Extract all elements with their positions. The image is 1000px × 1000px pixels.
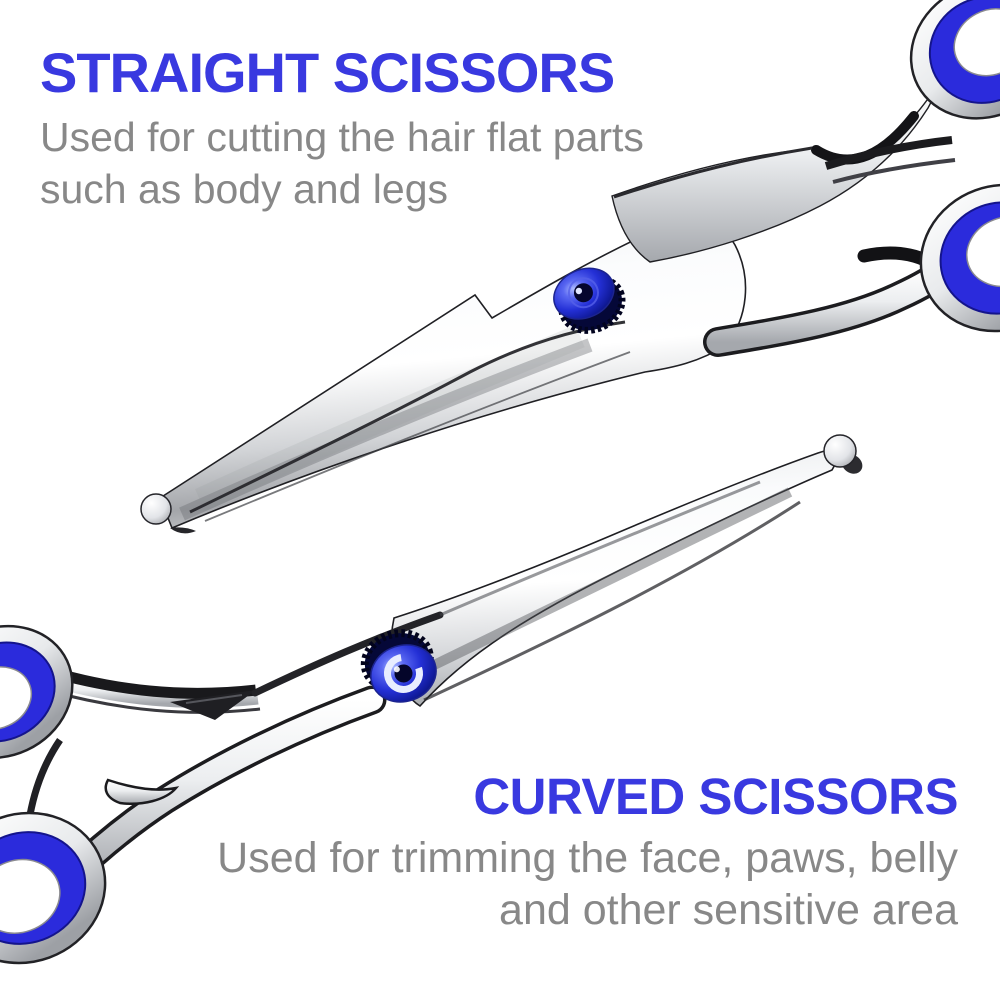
straight-upper-shank-edge: [613, 146, 813, 199]
curved-safety-ball-tip: [823, 434, 857, 468]
straight-description-line-2: such as body and legs: [40, 165, 448, 212]
curved-blade-top-seam: [251, 611, 444, 697]
screw-face-ring: [567, 277, 599, 309]
straight-scissors-caption: STRAIGHT SCISSORS Used for cutting the h…: [40, 41, 644, 215]
straight-blade-seam: [189, 320, 626, 514]
curved-upper-finger-ring: [0, 624, 74, 760]
screw-glint: [575, 287, 583, 295]
straight-upper-shank: [611, 65, 951, 263]
screw-glint: [393, 666, 400, 673]
curved-lower-finger-ring: [0, 811, 107, 965]
straight-lower-finger-ring: [919, 183, 1000, 333]
screw-chrome-reflection: [383, 653, 423, 693]
curved-scissors-title: CURVED SCISSORS: [473, 768, 958, 825]
curved-description-line-1: Used for trimming the face, paws, belly: [217, 833, 958, 882]
curved-blade: [390, 448, 843, 708]
straight-tension-screw: [553, 267, 626, 334]
straight-blade-lower-edge: [204, 351, 631, 522]
ring-hole: [0, 666, 33, 731]
curved-scissors-image: [0, 434, 863, 965]
ring-blue-insert: [0, 641, 56, 743]
straight-description-line-1: Used for cutting the hair flat parts: [40, 113, 644, 160]
curved-scissors-description: Used for trimming the face, paws, belly …: [217, 832, 958, 937]
curved-scissors-caption: CURVED SCISSORS Used for trimming the fa…: [217, 770, 958, 936]
ring-hole: [953, 8, 1000, 77]
straight-tip-hook: [170, 527, 196, 534]
curved-description-line-2: and other sensitive area: [499, 886, 958, 934]
curved-blade-shading: [425, 487, 793, 673]
curved-finger-tang: [104, 778, 180, 805]
straight-scissors-image: [140, 0, 1000, 534]
curved-blade-bottom-edge: [423, 500, 801, 702]
ring-hole: [0, 858, 61, 934]
straight-ring-bridge-strip: [824, 136, 953, 170]
ring-blue-insert: [939, 201, 1000, 315]
curved-blade-back-spur: [170, 690, 256, 720]
straight-scissors-description: Used for cutting the hair flat parts suc…: [40, 111, 644, 215]
curved-tension-screw: [360, 629, 437, 703]
straight-upper-finger-ring: [909, 0, 1000, 120]
curved-lower-shank: [57, 689, 383, 889]
curved-blade-back-spur-brush: [185, 694, 243, 704]
ring-hole: [966, 215, 1000, 288]
curved-ring-bridge-strip: [26, 738, 63, 816]
straight-safety-ball-tip: [140, 493, 172, 525]
curved-upper-shank-edge: [45, 688, 261, 714]
straight-ring-bridge-strip-2: [832, 158, 956, 184]
straight-scissors-title: STRAIGHT SCISSORS: [40, 41, 615, 104]
straight-blade-shading-soft: [195, 324, 585, 511]
curved-blade-top-seam-fade: [439, 480, 761, 617]
